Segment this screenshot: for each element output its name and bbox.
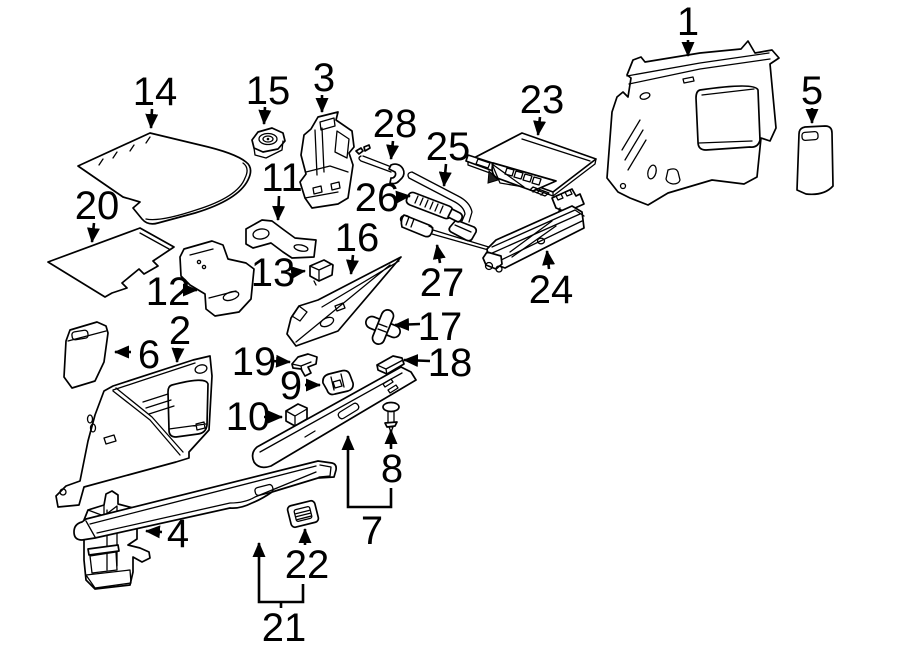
callout-label-24: 24 bbox=[529, 268, 574, 312]
callout-label-8: 8 bbox=[381, 447, 403, 491]
callout-label-5: 5 bbox=[801, 69, 823, 113]
callout-label-3: 3 bbox=[313, 56, 335, 100]
callout-arrow-13 bbox=[290, 266, 306, 280]
callout-arrow-26 bbox=[395, 190, 411, 204]
callout-label-17: 17 bbox=[418, 305, 463, 349]
callout-label-2: 2 bbox=[169, 309, 191, 353]
callout-label-7: 7 bbox=[361, 509, 383, 553]
callout-label-11: 11 bbox=[261, 156, 303, 200]
callout-label-6: 6 bbox=[138, 333, 160, 377]
part-quarter-trim-panel-right bbox=[606, 40, 780, 206]
callout-arrow-24 bbox=[542, 250, 556, 270]
callout-arrow-17 bbox=[394, 317, 421, 331]
callout-label-18: 18 bbox=[428, 341, 473, 385]
callout-label-21: 21 bbox=[262, 606, 307, 650]
callout-label-23: 23 bbox=[520, 78, 565, 122]
callout-label-15: 15 bbox=[246, 69, 291, 113]
part-latch-bezel bbox=[286, 499, 320, 529]
part-extension-rod bbox=[405, 191, 464, 223]
part-clip-9 bbox=[322, 369, 354, 396]
part-cargo-cover bbox=[73, 460, 338, 541]
callout-label-19: 19 bbox=[232, 340, 277, 384]
callout-arrow-14 bbox=[145, 108, 159, 129]
part-access-cover bbox=[796, 125, 834, 196]
callout-arrows bbox=[87, 40, 819, 608]
part-load-floor-board bbox=[47, 227, 175, 298]
callout-arrow-15 bbox=[258, 106, 272, 125]
callout-arrow-28 bbox=[386, 140, 400, 160]
part-rear-garnish bbox=[286, 256, 402, 347]
callout-label-20: 20 bbox=[75, 184, 120, 228]
callout-label-12: 12 bbox=[146, 270, 191, 314]
part-sill-scuff-plate bbox=[251, 366, 417, 469]
callout-label-25: 25 bbox=[426, 125, 471, 169]
part-clip-19 bbox=[291, 353, 318, 377]
callout-label-27: 27 bbox=[420, 261, 465, 305]
callout-label-26: 26 bbox=[355, 176, 400, 220]
part-quarter-trim-panel-left bbox=[55, 355, 213, 508]
part-wrench bbox=[355, 144, 405, 185]
callout-label-14: 14 bbox=[133, 70, 178, 114]
callout-arrow-11 bbox=[272, 195, 286, 221]
callout-arrow-2 bbox=[171, 347, 185, 363]
callout-label-9: 9 bbox=[280, 364, 302, 408]
part-floor-bracket bbox=[245, 219, 317, 259]
callout-label-22: 22 bbox=[285, 543, 330, 587]
callout-arrow-20 bbox=[87, 222, 100, 243]
part-screwdriver bbox=[399, 214, 499, 252]
callout-label-13: 13 bbox=[251, 251, 296, 295]
part-nut-fastener bbox=[251, 127, 286, 159]
callout-arrow-27 bbox=[432, 244, 446, 264]
part-cross-retainer bbox=[365, 309, 401, 345]
callout-label-4: 4 bbox=[167, 512, 189, 556]
part-jack-bracket bbox=[299, 111, 355, 209]
callout-labels: 1 2 3 4 5 6 7 8 9 10 11 12 13 14 15 16 1… bbox=[75, 0, 823, 650]
part-jack-stowage-cover bbox=[465, 132, 597, 197]
part-clip-13 bbox=[309, 259, 334, 286]
callout-label-10: 10 bbox=[226, 395, 271, 439]
part-side-bracket bbox=[179, 240, 255, 317]
callout-label-28: 28 bbox=[373, 102, 418, 146]
callout-arrow-18 bbox=[403, 354, 431, 368]
part-cargo-floor-mat bbox=[77, 132, 252, 225]
callout-arrow-16 bbox=[346, 254, 359, 275]
callout-arrow-23 bbox=[533, 116, 547, 136]
part-scissor-jack bbox=[482, 188, 585, 273]
callout-label-1: 1 bbox=[677, 0, 699, 44]
part-small-cover bbox=[63, 321, 109, 389]
callout-arrow-25 bbox=[438, 163, 452, 187]
part-push-pin bbox=[382, 401, 400, 433]
callout-arrow-19 bbox=[271, 354, 291, 368]
callout-arrow-4 bbox=[145, 525, 163, 539]
callout-bracket-7 bbox=[341, 435, 393, 509]
callout-label-16: 16 bbox=[335, 216, 380, 260]
